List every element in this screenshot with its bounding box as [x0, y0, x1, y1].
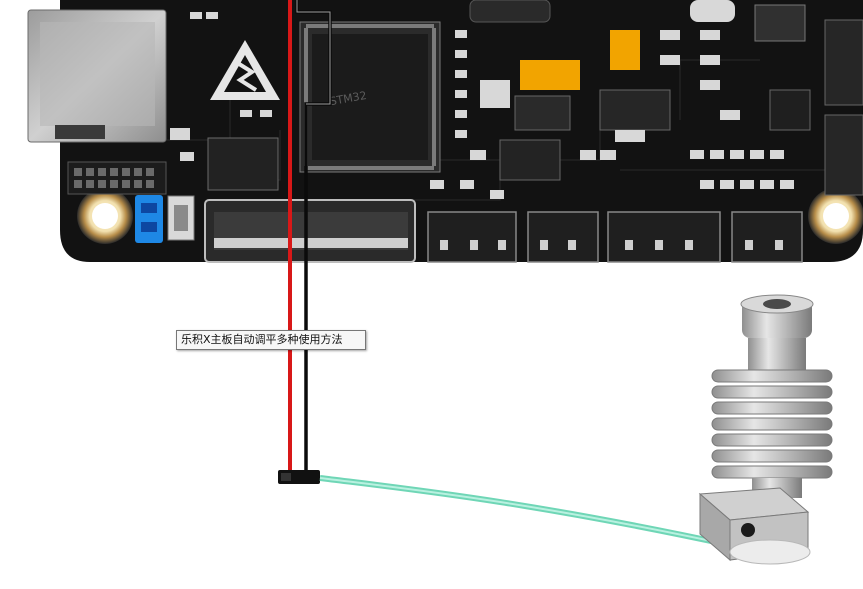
sensor-cable	[319, 475, 731, 548]
mcu-chip: STM32	[299, 21, 441, 173]
power-components	[469, 0, 863, 196]
terminal-connectors	[427, 211, 803, 263]
ribbon-connector	[204, 199, 416, 263]
svg-text:STM32: STM32	[329, 89, 368, 108]
hotend-assembly	[698, 294, 833, 565]
sd-card-slot	[27, 9, 167, 143]
smd-components	[170, 12, 794, 199]
mounting-hole-left	[77, 188, 133, 244]
sensor-wires	[288, 0, 332, 470]
esd-warning-icon	[210, 40, 280, 100]
ic-small-left	[207, 137, 279, 191]
push-button	[167, 195, 195, 241]
blue-jumper	[135, 195, 163, 243]
dupont-connector	[278, 470, 320, 484]
pin-header	[67, 161, 167, 195]
tooltip: 乐积X主板自动调平多种使用方法	[176, 330, 366, 350]
mounting-hole-right	[808, 188, 863, 244]
